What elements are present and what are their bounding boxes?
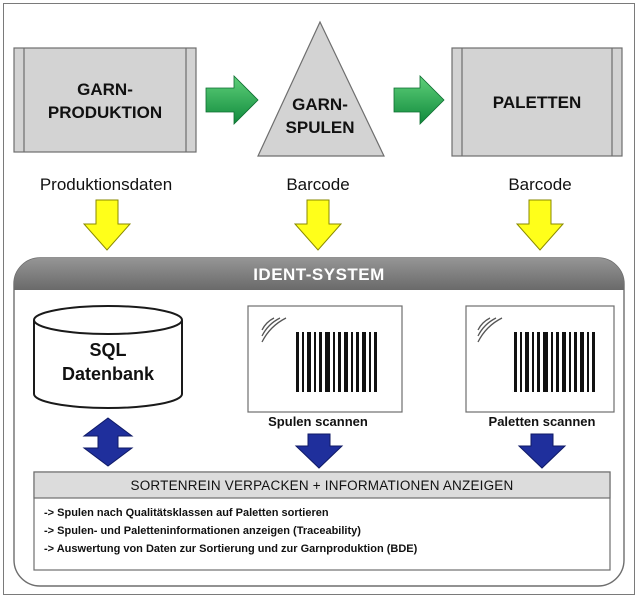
paletten-barcode-icon	[465, 305, 615, 413]
produktionsdaten-label: Produktionsdaten	[40, 175, 172, 194]
barcode-bars-icon	[296, 332, 377, 392]
garn-spulen-label-1: GARN-	[292, 95, 348, 114]
paletten-box: PALETTEN	[451, 47, 623, 157]
garn-produktion-label-1: GARN-	[77, 80, 133, 99]
scan-waves-icon	[477, 317, 503, 343]
spulen-barcode-icon	[247, 305, 403, 413]
scan-waves-icon	[261, 317, 287, 343]
paletten-label: PALETTEN	[493, 93, 581, 112]
yellow-down-arrow-icon	[515, 199, 565, 251]
green-arrow-icon	[393, 75, 445, 125]
diagram-frame	[3, 3, 635, 595]
blue-down-arrow-icon	[517, 433, 567, 469]
barcode-bars-icon	[514, 332, 595, 392]
garn-produktion-box: GARN- PRODUKTION	[13, 47, 197, 153]
garn-produktion-label-2: PRODUKTION	[48, 103, 162, 122]
green-arrow-icon	[205, 75, 259, 125]
spulen-scannen-label: Spulen scannen	[268, 414, 368, 429]
output-line-3: -> Auswertung von Daten zur Sortierung u…	[44, 543, 418, 555]
yellow-down-arrow-icon	[82, 199, 132, 251]
blue-double-arrow-icon	[82, 417, 134, 467]
datenbank-label: Datenbank	[62, 364, 155, 384]
output-title: SORTENREIN VERPACKEN + INFORMATIONEN ANZ…	[131, 478, 514, 493]
output-line-2: -> Spulen- und Paletteninformationen anz…	[44, 525, 361, 537]
barcode-spulen-label: Barcode	[286, 175, 349, 194]
sql-database-icon: SQL Datenbank	[33, 305, 183, 409]
barcode-paletten-label: Barcode	[508, 175, 571, 194]
ident-system-title: IDENT-SYSTEM	[253, 265, 385, 284]
yellow-down-arrow-icon	[293, 199, 343, 251]
output-line-1: -> Spulen nach Qualitätsklassen auf Pale…	[44, 507, 329, 519]
garn-spulen-triangle: GARN- SPULEN	[257, 20, 385, 157]
sql-label: SQL	[89, 340, 126, 360]
output-box: SORTENREIN VERPACKEN + INFORMATIONEN ANZ…	[33, 471, 611, 571]
blue-down-arrow-icon	[294, 433, 344, 469]
paletten-scannen-label: Paletten scannen	[489, 414, 596, 429]
garn-spulen-label-2: SPULEN	[286, 118, 355, 137]
